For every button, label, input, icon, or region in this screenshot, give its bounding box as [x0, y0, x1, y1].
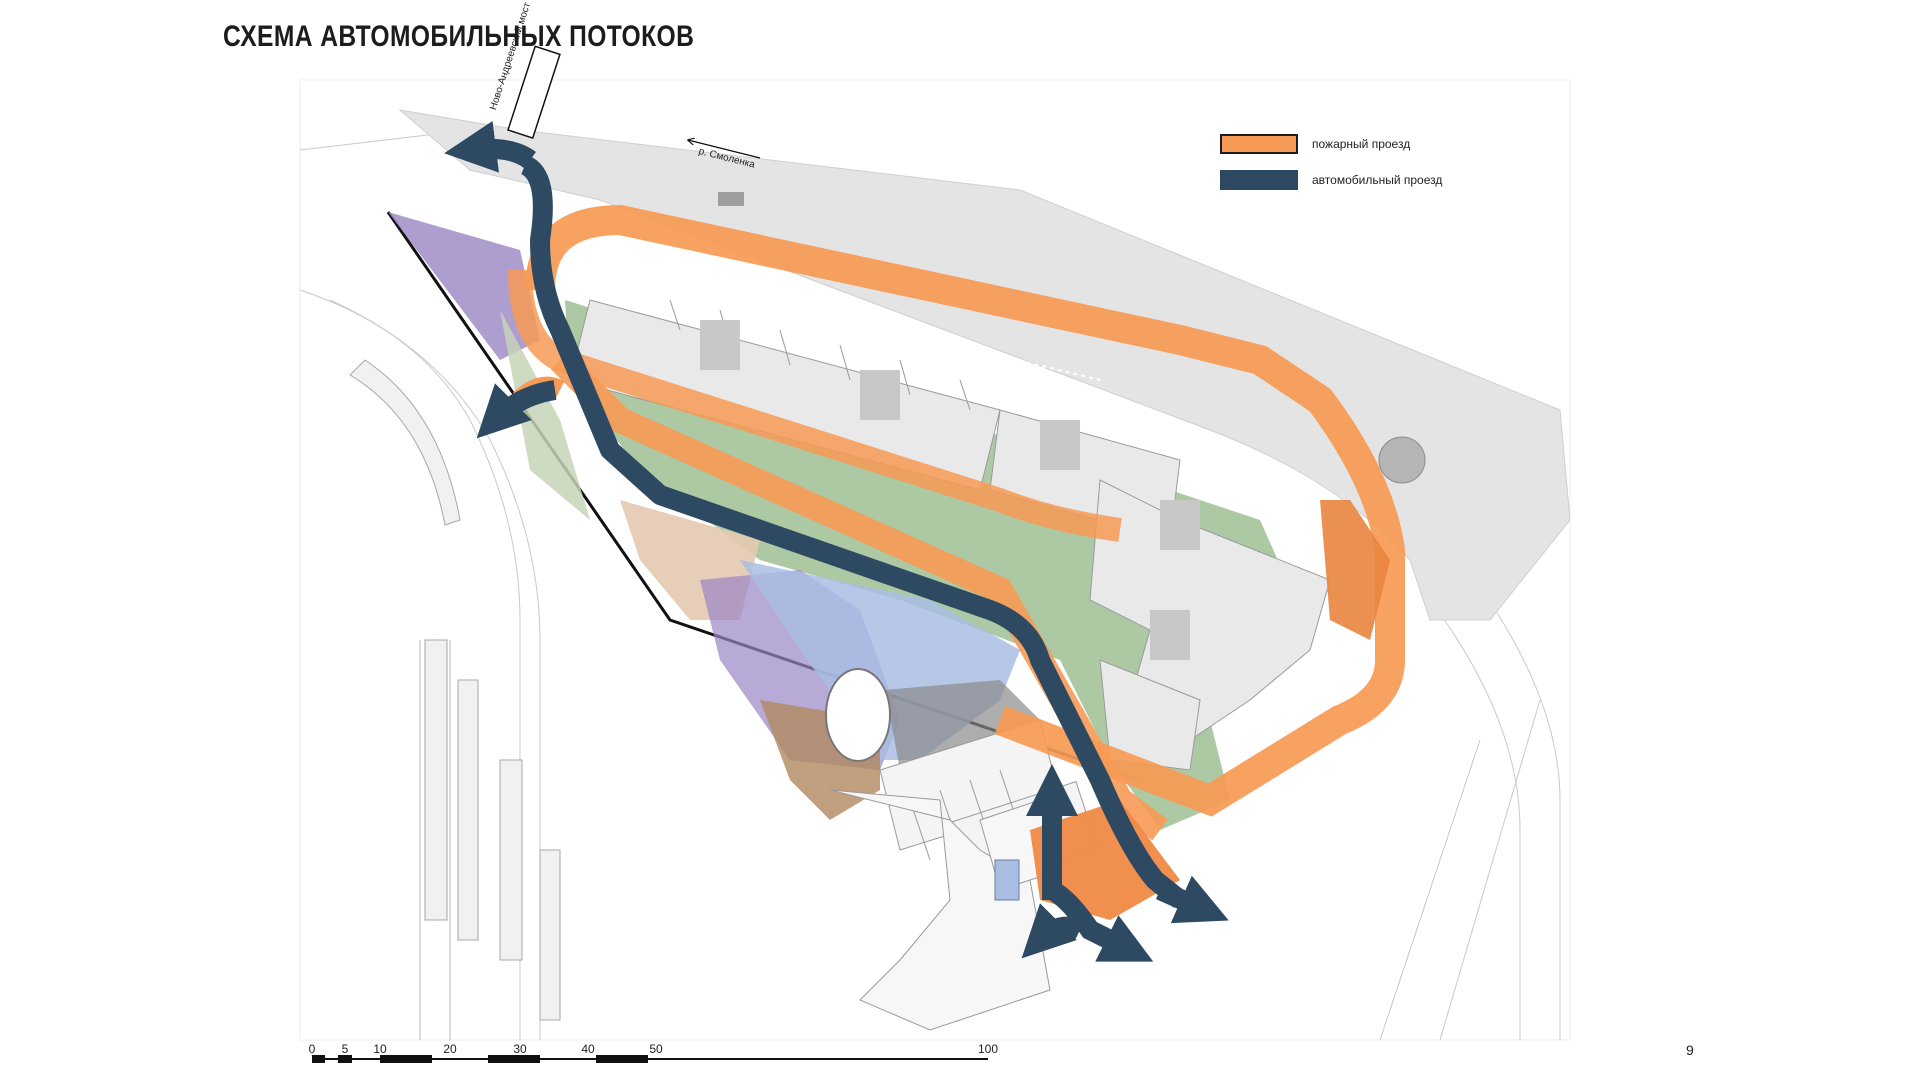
fountain: [825, 668, 891, 762]
scale-segment: [488, 1055, 540, 1063]
scale-label: 100: [977, 1042, 999, 1056]
legend-item-fire-lane: пожарный проезд: [1220, 132, 1442, 156]
bridge-sign: [507, 45, 561, 139]
fire-lane-swatch: [1220, 134, 1298, 154]
car-lane-main: [520, 155, 1187, 908]
car-lane-top-branch: [444, 120, 536, 173]
scale-label: 30: [513, 1042, 527, 1056]
lower-buildings: [829, 789, 1061, 1031]
legend-label-fire-lane: пожарный проезд: [1312, 137, 1411, 151]
fire-lane-patch-right: [1320, 500, 1390, 640]
scale-segment: [312, 1055, 325, 1063]
car-lane-swatch: [1220, 170, 1298, 190]
scale-label: 40: [581, 1042, 595, 1056]
scale-segment: [380, 1055, 432, 1063]
scale-label: 0: [308, 1042, 316, 1056]
building-cores: [700, 320, 1200, 660]
left-buildings: [349, 359, 561, 1021]
scale-label: 50: [649, 1042, 663, 1056]
roundabout: [1378, 436, 1426, 484]
page-number: 9: [1686, 1042, 1694, 1058]
legend-label-car-lane: автомобильный проезд: [1312, 173, 1443, 187]
car-lane-left-branch: [476, 380, 557, 439]
legend-item-car-lane: автомобильный проезд: [1220, 168, 1442, 192]
car-lane-bottom-left: [1021, 903, 1085, 959]
scale-line: [312, 1058, 988, 1060]
scale-segment: [596, 1055, 648, 1063]
residential-buildings: [569, 299, 1331, 771]
legend: пожарный проезд автомобильный проезд: [1220, 132, 1442, 204]
scale-segment: [338, 1055, 352, 1063]
small-structure: [718, 192, 744, 206]
fire-lane: [525, 204, 1405, 817]
scale-label: 20: [443, 1042, 457, 1056]
scale-label: 5: [341, 1042, 349, 1056]
river-arrow: [688, 140, 761, 159]
base-plan: [299, 79, 1571, 1041]
fire-lane-inner: [508, 269, 1122, 542]
purple-zone: [388, 212, 540, 360]
car-lane-bottom-right: [1155, 875, 1229, 924]
page-title: СХЕМА АВТОМОБИЛЬНЫХ ПОТОКОВ: [223, 20, 695, 53]
scale-label: 10: [373, 1042, 387, 1056]
scale-bar: 0 5 10 20 30 40 50 100: [300, 1042, 1000, 1063]
